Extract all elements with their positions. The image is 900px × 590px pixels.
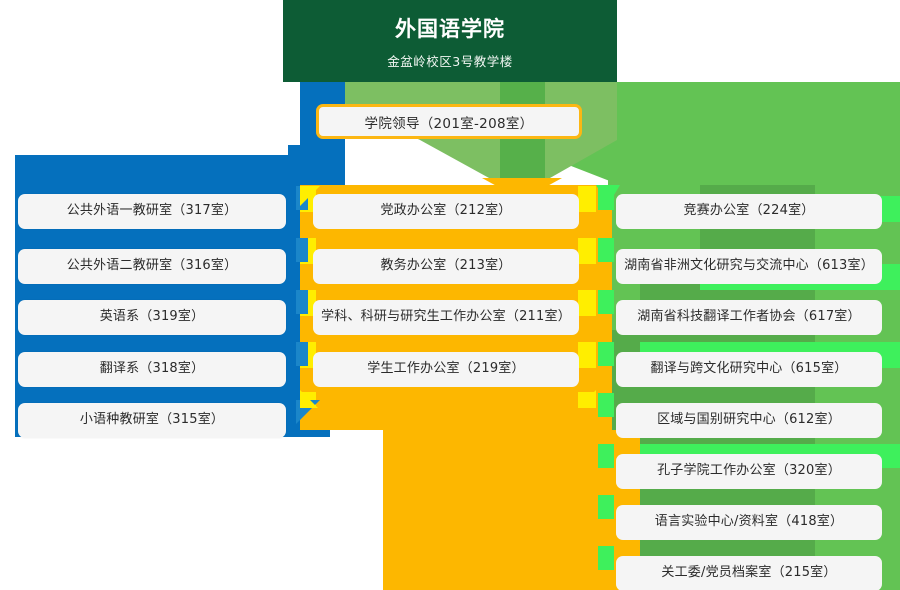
card-administrative-offices-3[interactable]: 学生工作办公室（219室） [313, 352, 579, 387]
card-administrative-offices-0[interactable]: 党政办公室（212室） [313, 194, 579, 229]
card-research-centers-3[interactable]: 翻译与跨文化研究中心（615室） [616, 352, 882, 387]
leader-card[interactable]: 学院领导（201室-208室） [316, 104, 582, 139]
card-research-centers-4[interactable]: 区域与国别研究中心（612室） [616, 403, 882, 438]
green-chevron [596, 185, 620, 205]
orange-bottom-block [383, 430, 640, 590]
card-research-centers-1[interactable]: 湖南省非洲文化研究与交流中心（613室） [616, 249, 882, 284]
card-teaching-departments-2[interactable]: 英语系（319室） [18, 300, 286, 335]
card-research-centers-0[interactable]: 竞赛办公室（224室） [616, 194, 882, 229]
header-block [283, 0, 617, 82]
yellow-bevel-top-left [300, 186, 320, 206]
yellow-bevel-top-right [578, 186, 596, 206]
card-administrative-offices-2[interactable]: 学科、科研与研究生工作办公室（211室） [313, 300, 579, 335]
page-subtitle: 金盆岭校区3号教学楼 [387, 54, 513, 70]
card-research-centers-6[interactable]: 语言实验中心/资料室（418室） [616, 505, 882, 540]
yellow-bevel-bottom-right [578, 390, 596, 408]
yellow-bevel-bottom-left [300, 390, 318, 408]
card-teaching-departments-3[interactable]: 翻译系（318室） [18, 352, 286, 387]
header: 外国语学院 金盆岭校区3号教学楼 [283, 0, 617, 82]
card-administrative-offices-1[interactable]: 教务办公室（213室） [313, 249, 579, 284]
card-research-centers-2[interactable]: 湖南省科技翻译工作者协会（617室） [616, 300, 882, 335]
blue-accent-tabs [296, 186, 308, 366]
page-title: 外国语学院 [395, 16, 505, 41]
card-research-centers-5[interactable]: 孔子学院工作办公室（320室） [616, 454, 882, 489]
card-research-centers-7[interactable]: 关工委/党员档案室（215室） [616, 556, 882, 590]
card-teaching-departments-0[interactable]: 公共外语一教研室（317室） [18, 194, 286, 229]
green-accent-tabs [598, 186, 614, 570]
card-teaching-departments-1[interactable]: 公共外语二教研室（316室） [18, 249, 286, 284]
orange-chevron [482, 178, 562, 200]
card-teaching-departments-4[interactable]: 小语种教研室（315室） [18, 403, 286, 438]
